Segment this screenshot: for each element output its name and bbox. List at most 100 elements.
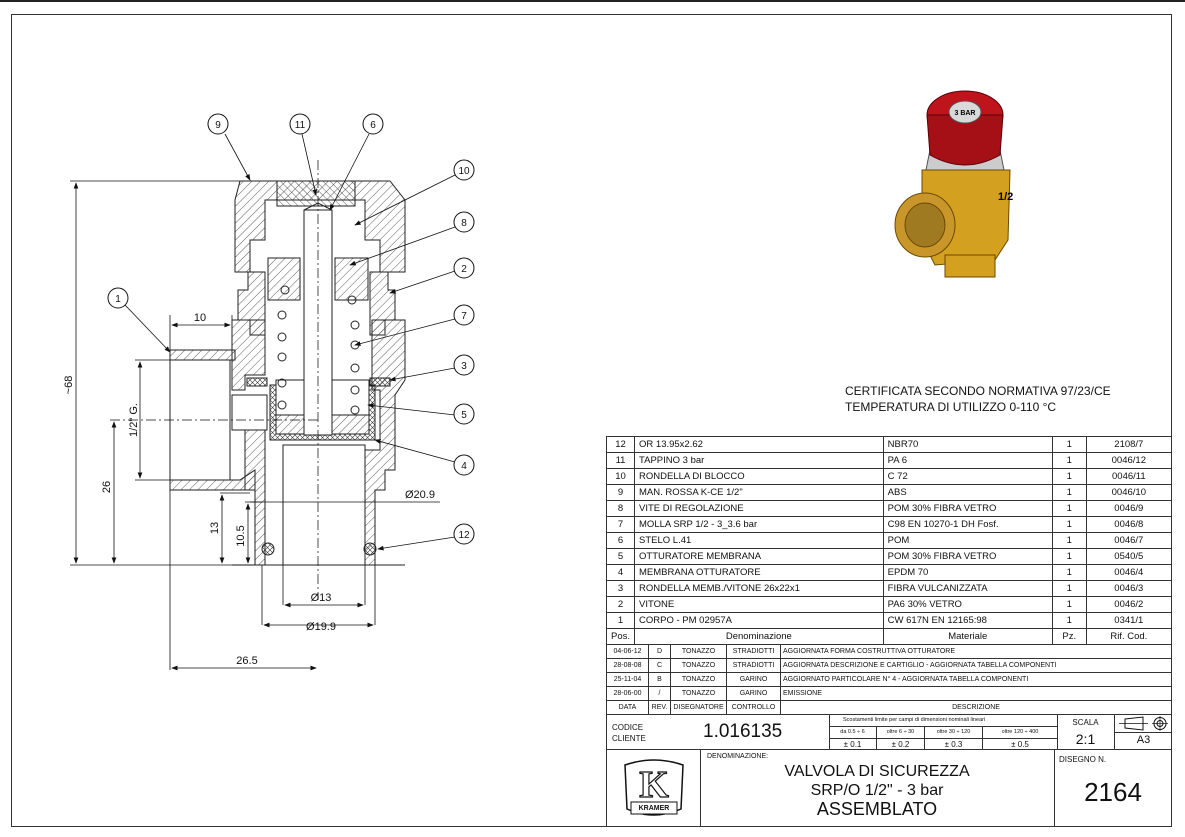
scale-label: SCALA <box>1072 718 1099 727</box>
certification-notes: CERTIFICATA SECONDO NORMATIVA 97/23/CE T… <box>845 383 1111 415</box>
part-quantity: 1 <box>1051 500 1087 517</box>
part-name: CORPO - PM 02957A <box>634 612 884 629</box>
part-reference: 0341/1 <box>1085 612 1173 629</box>
part-position: 10 <box>605 468 636 485</box>
projection-symbol-icon <box>1115 715 1172 733</box>
dim-26-5: 26.5 <box>236 655 257 667</box>
part-reference: 0046/7 <box>1085 532 1173 549</box>
revision-desc: AGGIORNATO PARTICOLARE N° 4 - AGGIORNATA… <box>780 672 1172 687</box>
kramer-logo: K KRAMER <box>619 755 689 821</box>
part-name: RONDELLA DI BLOCCO <box>634 468 884 485</box>
part-position: 9 <box>605 484 636 501</box>
dim-overall-height: ~68 <box>63 376 75 395</box>
part-reference: 0046/4 <box>1085 564 1173 581</box>
dim-dia-19-9: Ø19.9 <box>306 621 336 633</box>
revision-header-rev: REV. <box>648 700 671 715</box>
part-position: 2 <box>605 596 636 613</box>
dim-10-5: 10.5 <box>235 525 247 546</box>
svg-text:K: K <box>639 764 669 806</box>
revision-designer: TONAZZO <box>670 672 727 687</box>
part-material: EPDM 70 <box>882 564 1053 581</box>
note-certification: CERTIFICATA SECONDO NORMATIVA 97/23/CE <box>845 384 1111 398</box>
part-material: POM 30% FIBRA VETRO <box>882 548 1053 565</box>
drawing-title: VALVOLA DI SICUREZZA SRP/O 1/2" - 3 bar … <box>700 762 1054 819</box>
part-name: RONDELLA MEMB./VITONE 26x22x1 <box>634 580 884 597</box>
part-position: 3 <box>605 580 636 597</box>
sheet-format: A3 <box>1136 734 1151 746</box>
part-quantity: 1 <box>1051 452 1087 469</box>
revision-header-designer: DISEGNATORE <box>670 700 727 715</box>
dim-dia-13: Ø13 <box>311 592 332 604</box>
svg-text:3: 3 <box>461 361 467 372</box>
revision-designer: TONAZZO <box>670 686 727 701</box>
part-position: 7 <box>605 516 636 533</box>
part-quantity: 1 <box>1051 612 1087 629</box>
revision-header-check: CONTROLLO <box>726 700 781 715</box>
spring <box>277 285 360 415</box>
svg-text:1: 1 <box>115 294 121 305</box>
revision-check: STRADIOTTI <box>726 658 781 673</box>
part-name: MEMBRANA OTTURATORE <box>634 564 884 581</box>
balloon-2: 2 <box>453 257 475 279</box>
part-name: VITONE <box>634 596 884 613</box>
balloon-9: 9 <box>207 113 229 135</box>
adjust-screw <box>267 257 301 301</box>
revision-check: GARINO <box>726 672 781 687</box>
part-position: 6 <box>605 532 636 549</box>
part-quantity: 1 <box>1051 564 1087 581</box>
part-reference: 0046/12 <box>1085 452 1173 469</box>
revision-date: 04-06-12 <box>606 644 649 659</box>
leader-lines <box>124 133 456 551</box>
part-quantity: 1 <box>1051 548 1087 565</box>
revision-date: 28-08-08 <box>606 658 649 673</box>
client-code-label: CODICE CLIENTE <box>612 723 646 743</box>
revision-date: 25-11-04 <box>606 672 649 687</box>
part-reference: 0046/11 <box>1085 468 1173 485</box>
svg-text:9: 9 <box>215 120 221 131</box>
part-name: MOLLA SRP 1/2 - 3_3.6 bar <box>634 516 884 533</box>
o-ring-left <box>261 542 275 556</box>
dim-26: 26 <box>101 481 113 493</box>
part-quantity: 1 <box>1051 580 1087 597</box>
revision-header-desc: DESCRIZIONE <box>780 700 1172 715</box>
part-material: C 72 <box>882 468 1053 485</box>
part-material: POM <box>882 532 1053 549</box>
balloon-7: 7 <box>453 304 475 326</box>
part-name: OR 13.95x2.62 <box>634 436 884 453</box>
svg-text:11: 11 <box>295 120 306 131</box>
denomination-label: DENOMINAZIONE: <box>707 753 769 760</box>
svg-text:4: 4 <box>461 461 467 472</box>
balloon-8: 8 <box>453 211 475 233</box>
part-quantity: 1 <box>1051 532 1087 549</box>
svg-text:7: 7 <box>461 311 467 322</box>
product-render-3d: 3 BAR 1/2 <box>894 90 1013 278</box>
title-block-main: K KRAMER DENOMINAZIONE: VALVOLA DI SICUR… <box>606 749 1172 827</box>
dim-13: 13 <box>209 522 221 534</box>
balloon-11: 11 <box>289 113 311 135</box>
part-reference: 0046/9 <box>1085 500 1173 517</box>
part-material: FIBRA VULCANIZZATA <box>882 580 1053 597</box>
part-position: 12 <box>605 436 636 453</box>
header-material: Materiale <box>882 628 1053 645</box>
body <box>231 319 266 391</box>
dim-10: 10 <box>194 312 206 324</box>
part-quantity: 1 <box>1051 484 1087 501</box>
o-ring-right <box>363 542 377 556</box>
inlet-port <box>169 349 236 361</box>
part-material: C98 EN 10270-1 DH Fosf. <box>882 516 1053 533</box>
revision-designer: TONAZZO <box>670 658 727 673</box>
revision-rev: C <box>648 658 671 673</box>
part-material: ABS <box>882 484 1053 501</box>
header-ref: Rif. Cod. <box>1085 628 1173 645</box>
svg-text:2: 2 <box>461 264 467 275</box>
